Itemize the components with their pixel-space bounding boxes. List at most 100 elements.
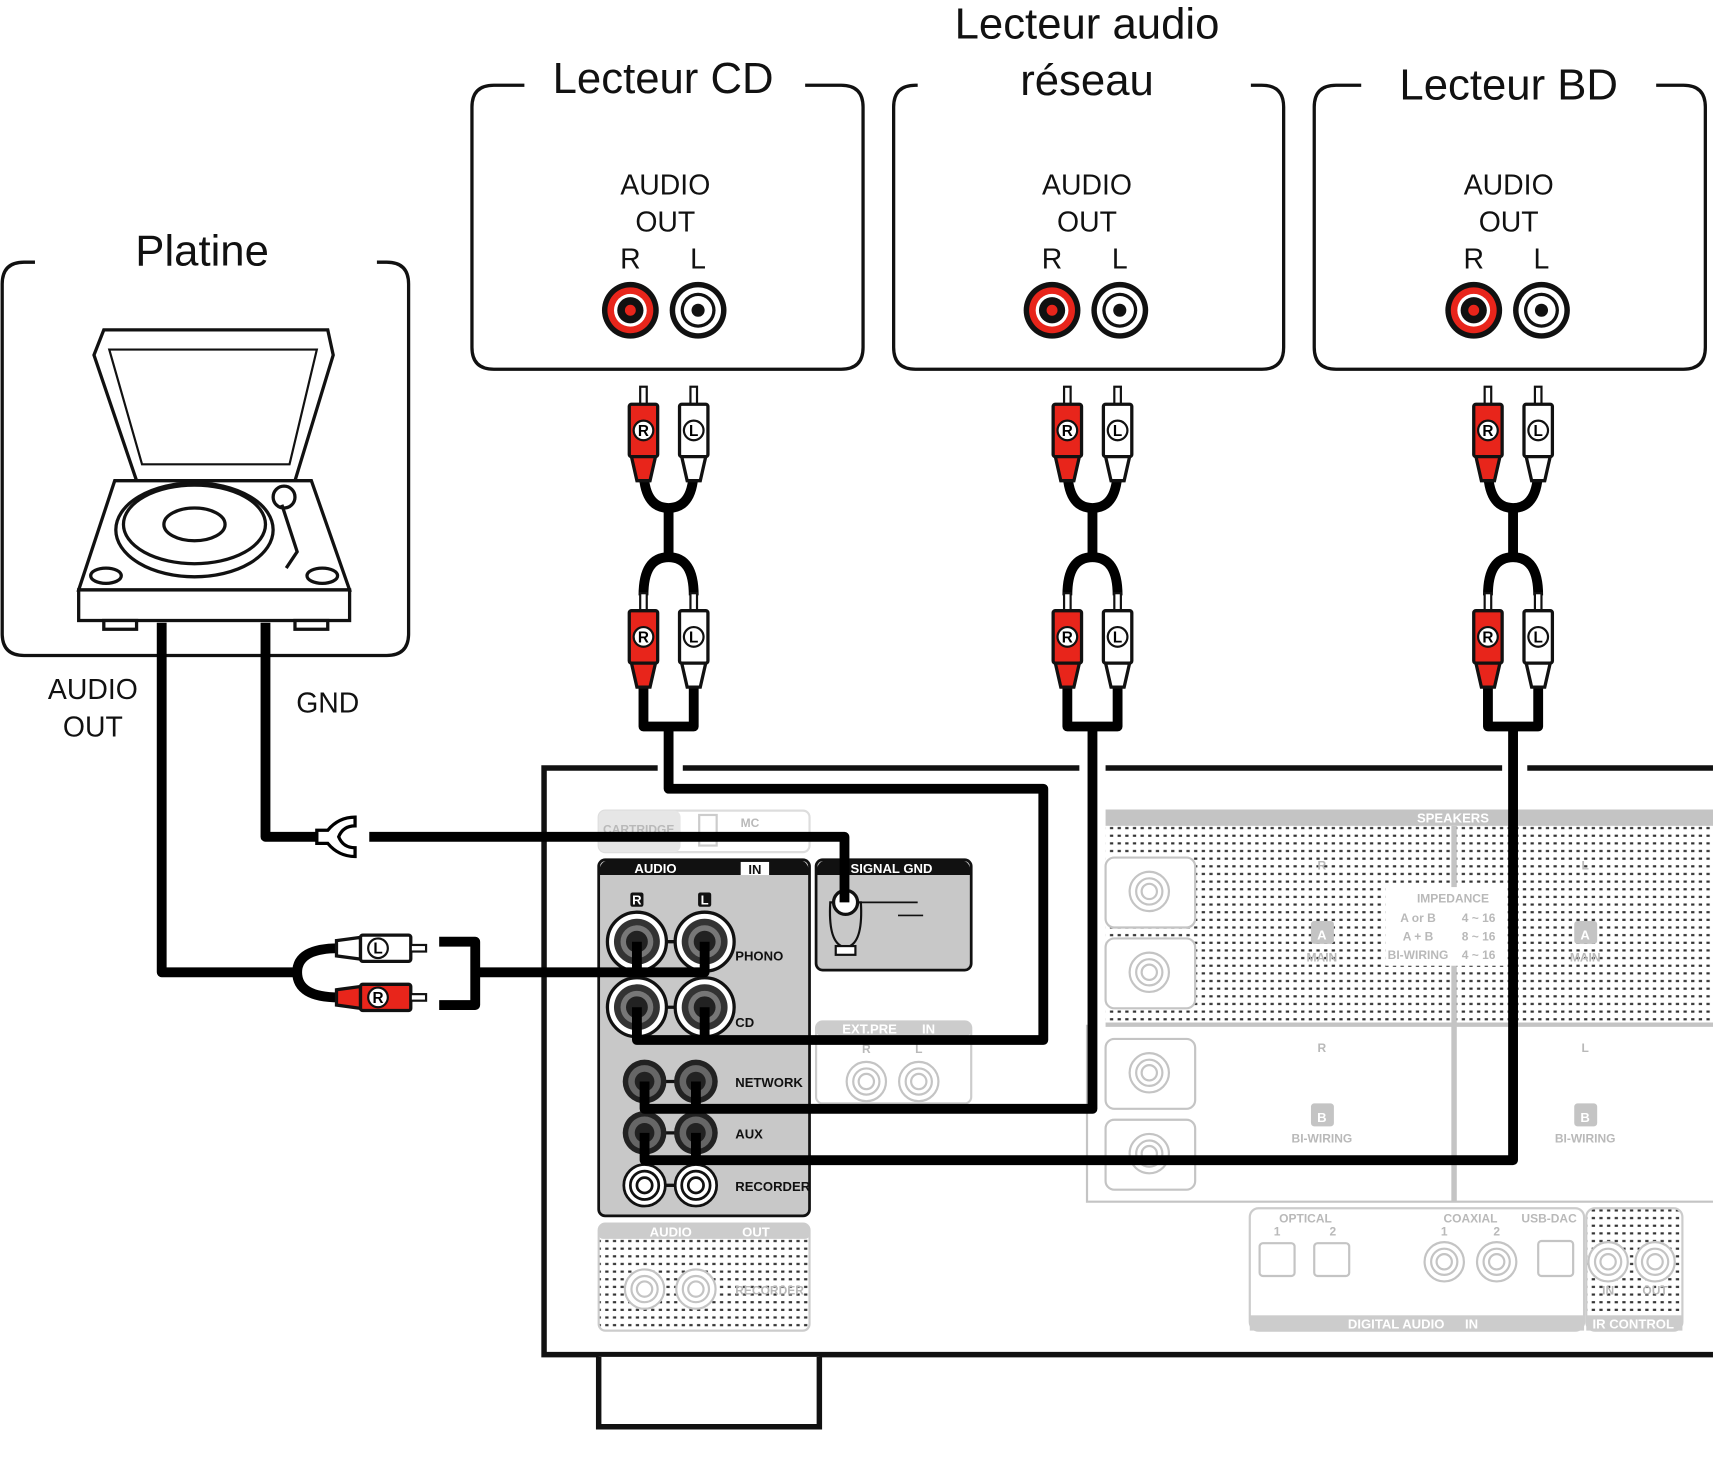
svg-text:L: L — [1534, 244, 1550, 276]
svg-text:R: R — [1042, 244, 1063, 276]
svg-text:AUDIO: AUDIO — [650, 1225, 692, 1240]
svg-text:MAIN: MAIN — [1570, 950, 1601, 964]
cartridge-switch: CARTRIDGE MC — [597, 809, 811, 854]
network-out-l-jack — [1091, 281, 1149, 339]
bd-cable — [639, 467, 1544, 1166]
svg-text:L: L — [373, 941, 382, 958]
svg-text:COAXIAL: COAXIAL — [1443, 1211, 1497, 1225]
bd-player-device: Lecteur BD AUDIO OUT R L — [1312, 60, 1707, 371]
network-title-line1: Lecteur audio — [955, 0, 1220, 48]
svg-text:A: A — [1580, 928, 1590, 943]
recorder-in-l-jack[interactable] — [673, 1163, 719, 1208]
svg-text:USB-DAC: USB-DAC — [1521, 1211, 1577, 1225]
svg-text:BI-WIRING: BI-WIRING — [1388, 948, 1449, 962]
rca-plugs: R L R L R L R L R L R L L R — [334, 385, 1555, 1013]
input-label-recorder: RECORDER — [735, 1179, 810, 1194]
digital-audio-inputs: DIGITAL AUDIO IN OPTICAL COAXIAL USB-DAC… — [1248, 1207, 1586, 1332]
receiver-foot — [595, 1356, 823, 1430]
svg-text:SPEAKERS: SPEAKERS — [1417, 811, 1489, 826]
cd-player-device: Lecteur CD AUDIO OUT R L — [470, 54, 865, 371]
svg-text:OUT: OUT — [63, 711, 123, 743]
svg-text:R: R — [638, 423, 649, 440]
svg-text:OUT: OUT — [635, 207, 695, 239]
svg-text:L: L — [1112, 244, 1128, 276]
svg-text:AUDIO: AUDIO — [1042, 169, 1132, 201]
network-player-device: Lecteur audio réseau AUDIO OUT R L — [892, 0, 1286, 371]
svg-text:BI-WIRING: BI-WIRING — [1555, 1132, 1616, 1146]
svg-text:4 ~ 16: 4 ~ 16 — [1462, 911, 1496, 925]
svg-text:EXT.PRE: EXT.PRE — [842, 1021, 897, 1036]
svg-text:L: L — [1581, 859, 1588, 873]
svg-text:R: R — [1062, 423, 1073, 440]
svg-text:A + B: A + B — [1403, 930, 1434, 944]
svg-text:L: L — [1534, 423, 1543, 440]
gnd-cable — [260, 622, 850, 903]
svg-text:RECORDER: RECORDER — [735, 1284, 804, 1298]
svg-text:L: L — [1581, 1041, 1588, 1055]
bd-out-l-jack — [1513, 281, 1570, 339]
svg-text:IN: IN — [922, 1021, 935, 1036]
svg-text:R: R — [1318, 1041, 1327, 1055]
network-out-r-jack — [1023, 281, 1081, 339]
svg-text:A or B: A or B — [1400, 911, 1436, 925]
turntable-icon — [76, 328, 352, 631]
ir-control: IR CONTROL IN OUT — [1585, 1207, 1684, 1332]
svg-text:A: A — [1317, 928, 1327, 943]
svg-text:OPTICAL: OPTICAL — [1279, 1211, 1332, 1225]
svg-text:2: 2 — [1493, 1225, 1500, 1239]
svg-text:IN: IN — [1602, 1284, 1614, 1298]
svg-text:B: B — [1580, 1110, 1589, 1125]
svg-text:IN: IN — [748, 862, 761, 877]
phono-cable — [156, 622, 710, 1010]
svg-text:AUDIO: AUDIO — [634, 861, 676, 876]
cd-cable — [632, 467, 1049, 1045]
recorder-in-r-jack[interactable] — [622, 1163, 667, 1208]
svg-text:2: 2 — [1329, 1225, 1336, 1239]
cd-out-l-jack — [669, 281, 727, 339]
network-title-line2: réseau — [1020, 56, 1154, 105]
ext-pre-jacks: EXT.PRE IN R L — [814, 1020, 973, 1105]
svg-text:1: 1 — [1441, 1225, 1448, 1239]
svg-text:L: L — [701, 893, 709, 908]
gnd-label: GND — [296, 687, 359, 719]
input-label-cd: CD — [735, 1015, 754, 1030]
svg-text:AUDIO: AUDIO — [1464, 169, 1554, 201]
svg-text:OUT: OUT — [742, 1225, 770, 1240]
svg-text:L: L — [1534, 629, 1543, 646]
svg-text:L: L — [689, 629, 698, 646]
svg-text:IN: IN — [1465, 1316, 1478, 1331]
svg-text:R: R — [372, 990, 383, 1007]
svg-text:OUT: OUT — [1642, 1284, 1668, 1298]
svg-text:R: R — [1482, 629, 1493, 646]
svg-text:SIGNAL GND: SIGNAL GND — [850, 861, 932, 876]
svg-text:4 ~ 16: 4 ~ 16 — [1462, 948, 1496, 962]
turntable-audio-out-label: AUDIO OUT — [48, 674, 138, 743]
svg-text:MAIN: MAIN — [1307, 950, 1338, 964]
svg-text:BI-WIRING: BI-WIRING — [1292, 1132, 1353, 1146]
spade-lug-icon — [315, 815, 357, 859]
svg-text:MC: MC — [741, 816, 760, 830]
svg-text:DIGITAL AUDIO: DIGITAL AUDIO — [1348, 1316, 1445, 1331]
bd-out-r-jack — [1445, 281, 1503, 339]
svg-text:R: R — [1318, 859, 1327, 873]
input-label-phono: PHONO — [735, 948, 783, 963]
svg-text:R: R — [1062, 629, 1073, 646]
svg-text:IMPEDANCE: IMPEDANCE — [1417, 891, 1489, 905]
svg-text:1: 1 — [1274, 1225, 1281, 1239]
signal-gnd-terminal[interactable]: SIGNAL GND — [814, 858, 973, 972]
cables — [156, 467, 1544, 1166]
receiver-rear-panel: CARTRIDGE MC AUDIO IN R L — [541, 765, 1713, 1430]
cd-out-r-jack — [601, 281, 659, 339]
svg-text:AUDIO: AUDIO — [48, 674, 138, 706]
input-label-aux: AUX — [735, 1126, 763, 1141]
speaker-terminals: SPEAKERS IMPEDANCE A or B 4 ~ 16 A + B 8… — [1085, 809, 1713, 1203]
svg-text:L: L — [690, 244, 706, 276]
svg-text:B: B — [1317, 1110, 1326, 1125]
svg-text:R: R — [1463, 244, 1484, 276]
svg-text:L: L — [689, 423, 698, 440]
input-label-network: NETWORK — [735, 1075, 803, 1090]
svg-text:R: R — [632, 893, 642, 908]
svg-text:OUT: OUT — [1057, 207, 1117, 239]
svg-text:8 ~ 16: 8 ~ 16 — [1462, 930, 1496, 944]
